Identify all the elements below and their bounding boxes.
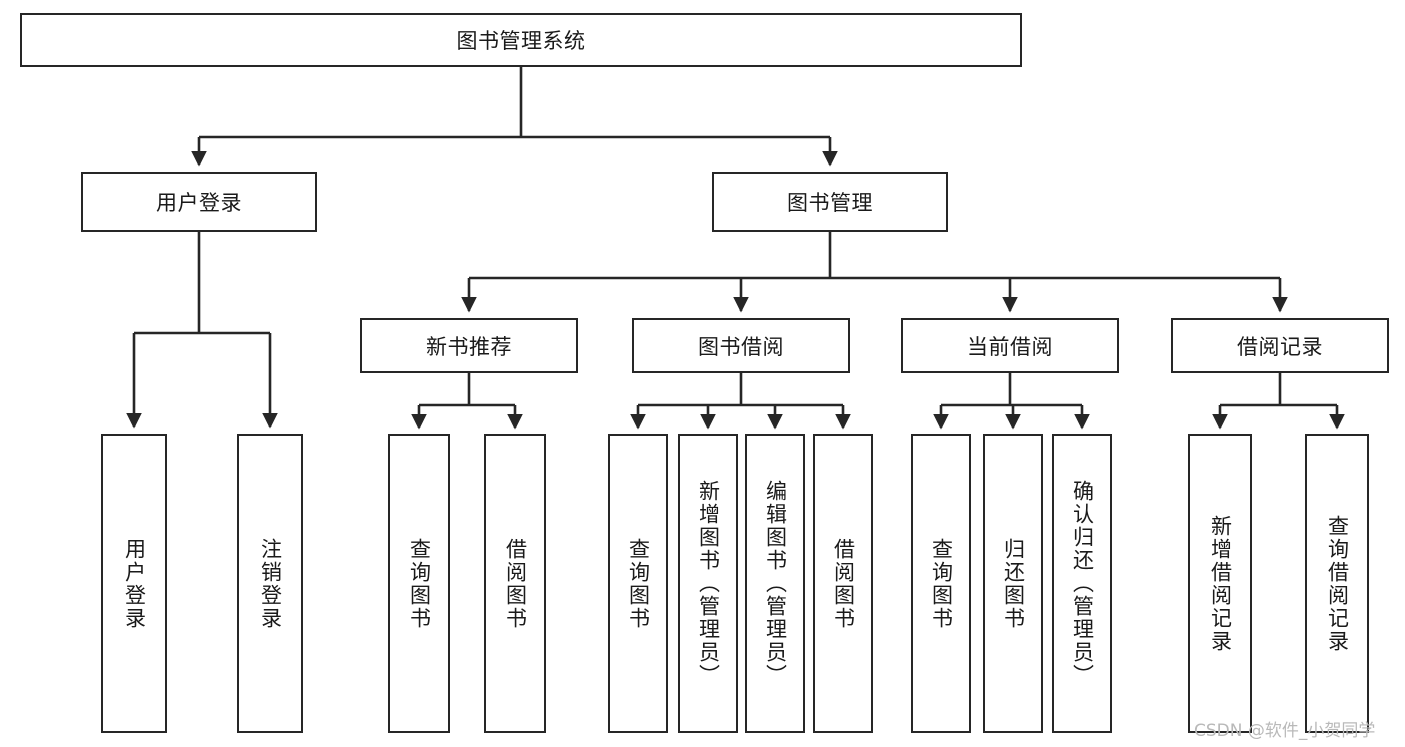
node-book-borrow[interactable]: 图书借阅 [632,318,850,373]
node-label: 借阅图书 [503,537,528,630]
node-leaf-query-book-current[interactable]: 查询图书 [911,434,971,733]
node-leaf-add-book-admin[interactable]: 新增图书（管理员） [678,434,738,733]
node-current-borrow[interactable]: 当前借阅 [901,318,1119,373]
node-leaf-add-borrow-record[interactable]: 新增借阅记录 [1188,434,1252,733]
node-label: 归还图书 [1001,537,1026,630]
node-label: 用户登录 [156,191,242,215]
node-leaf-confirm-return-admin[interactable]: 确认归还（管理员） [1052,434,1112,733]
node-label: 编辑图书（管理员） [763,480,788,687]
node-label: 查询图书 [626,537,651,630]
node-label: 查询图书 [929,537,954,630]
node-leaf-return-book[interactable]: 归还图书 [983,434,1043,733]
node-label: 新书推荐 [426,334,512,359]
node-label: 图书管理系统 [456,29,586,53]
node-leaf-query-book-borrow[interactable]: 查询图书 [608,434,668,733]
node-label: 确认归还（管理员） [1070,480,1095,687]
node-borrow-record[interactable]: 借阅记录 [1171,318,1389,373]
node-label: 当前借阅 [967,334,1053,359]
node-root-book-management-system[interactable]: 图书管理系统 [20,13,1022,67]
node-leaf-query-borrow-record[interactable]: 查询借阅记录 [1305,434,1369,733]
node-leaf-borrow-book-recommend[interactable]: 借阅图书 [484,434,546,733]
node-label: 查询借阅记录 [1325,514,1350,653]
node-leaf-user-login[interactable]: 用户登录 [101,434,167,733]
node-label: 注销登录 [258,537,283,630]
node-label: 借阅图书 [831,537,856,630]
csdn-watermark: CSDN @软件_小贺同学 [1194,721,1376,741]
node-label: 新增借阅记录 [1208,514,1233,653]
node-label: 借阅记录 [1237,334,1323,359]
node-label: 图书管理 [787,191,873,215]
node-label: 图书借阅 [698,334,784,359]
node-leaf-edit-book-admin[interactable]: 编辑图书（管理员） [745,434,805,733]
node-leaf-query-book-recommend[interactable]: 查询图书 [388,434,450,733]
node-label: 用户登录 [122,537,147,630]
node-label: 新增图书（管理员） [696,480,721,687]
node-leaf-user-logout[interactable]: 注销登录 [237,434,303,733]
node-book-management[interactable]: 图书管理 [712,172,948,232]
node-user-login[interactable]: 用户登录 [81,172,317,232]
node-leaf-borrow-book[interactable]: 借阅图书 [813,434,873,733]
node-new-book-recommend[interactable]: 新书推荐 [360,318,578,373]
node-label: 查询图书 [407,537,432,630]
